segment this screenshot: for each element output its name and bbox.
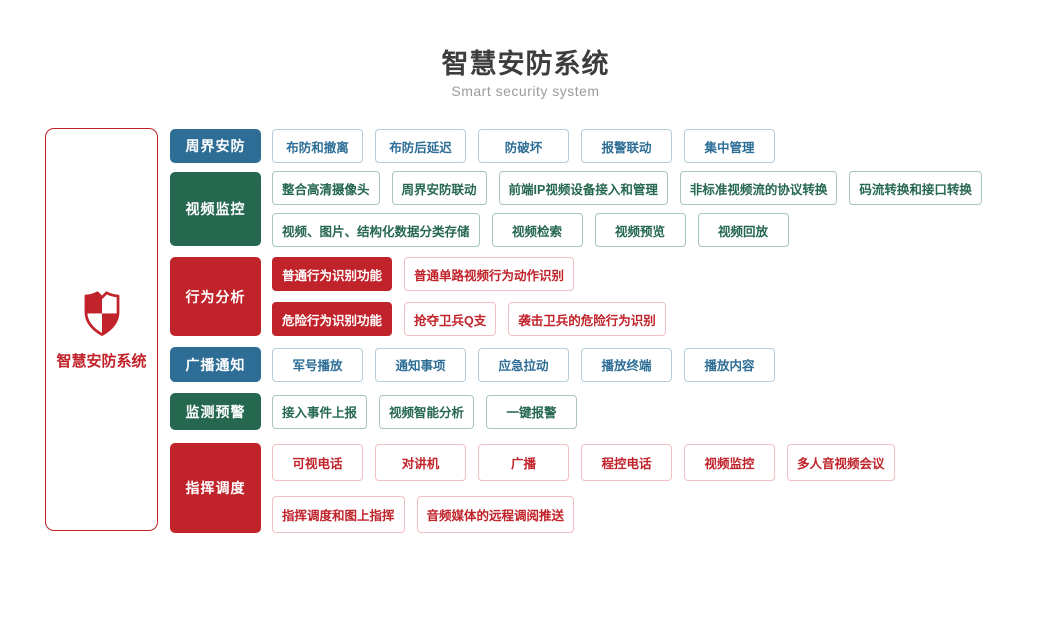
feature-lines: 可视电话对讲机广播程控电话视频监控多人音视频会议指挥调度和图上指挥音频媒体的远程… <box>272 443 907 533</box>
category-video-surveillance: 视频监控 <box>170 172 261 246</box>
feature-item: 一键报警 <box>486 394 578 429</box>
feature-item: 布防和撤离 <box>272 129 363 163</box>
feature-lines: 接入事件上报视频智能分析一键报警 <box>272 394 589 429</box>
feature-item: 整合高清摄像头 <box>272 171 380 205</box>
feature-item: 多人音视频会议 <box>787 443 895 481</box>
category-command-dispatch: 指挥调度 <box>170 443 261 533</box>
feature-item: 集中管理 <box>684 129 775 163</box>
section-row-command-dispatch: 指挥调度可视电话对讲机广播程控电话视频监控多人音视频会议指挥调度和图上指挥音频媒… <box>170 443 907 533</box>
section-row-broadcast-notice: 广播通知军号播放通知事项应急拉动播放终端播放内容 <box>170 347 787 382</box>
feature-line: 军号播放通知事项应急拉动播放终端播放内容 <box>272 347 787 382</box>
feature-line: 危险行为识别功能抢夺卫兵Q支袭击卫兵的危险行为识别 <box>272 302 678 336</box>
feature-line: 布防和撤离布防后延迟防破坏报警联动集中管理 <box>272 129 787 163</box>
feature-item: 对讲机 <box>375 443 466 481</box>
feature-item: 普通单路视频行为动作识别 <box>404 257 575 291</box>
feature-line: 接入事件上报视频智能分析一键报警 <box>272 394 589 429</box>
feature-item: 视频监控 <box>684 443 775 481</box>
category-monitoring-warning: 监测预警 <box>170 393 261 430</box>
feature-item: 程控电话 <box>581 443 672 481</box>
feature-line: 普通行为识别功能普通单路视频行为动作识别 <box>272 257 678 291</box>
category-behavior-analysis: 行为分析 <box>170 257 261 336</box>
feature-item: 袭击卫兵的危险行为识别 <box>508 302 666 336</box>
page-title: 智慧安防系统 <box>441 49 610 79</box>
feature-item: 播放终端 <box>581 347 672 382</box>
section-row-perimeter-security: 周界安防布防和撤离布防后延迟防破坏报警联动集中管理 <box>170 129 787 163</box>
feature-item: 视频智能分析 <box>379 394 475 429</box>
feature-item: 可视电话 <box>272 443 363 481</box>
feature-item: 抢夺卫兵Q支 <box>404 302 497 336</box>
feature-item: 军号播放 <box>272 347 363 382</box>
feature-line: 视频、图片、结构化数据分类存储视频检索视频预览视频回放 <box>272 213 994 247</box>
feature-item: 视频回放 <box>697 213 789 247</box>
feature-item: 码流转换和接口转换 <box>849 171 982 205</box>
feature-lines: 军号播放通知事项应急拉动播放终端播放内容 <box>272 347 787 382</box>
feature-line: 指挥调度和图上指挥音频媒体的远程调阅推送 <box>272 495 907 533</box>
feature-item: 通知事项 <box>375 347 466 382</box>
feature-item: 危险行为识别功能 <box>272 302 393 336</box>
feature-item: 非标准视频流的协议转换 <box>679 171 838 205</box>
feature-item: 接入事件上报 <box>272 394 368 429</box>
root-panel: 智慧安防系统 <box>45 128 158 531</box>
feature-item: 播放内容 <box>684 347 775 382</box>
shield-icon <box>80 288 124 338</box>
category-perimeter-security: 周界安防 <box>170 129 261 163</box>
feature-item: 报警联动 <box>581 129 672 163</box>
feature-item: 前端IP视频设备接入和管理 <box>498 171 668 205</box>
feature-item: 音频媒体的远程调阅推送 <box>416 495 575 533</box>
feature-line: 可视电话对讲机广播程控电话视频监控多人音视频会议 <box>272 443 907 481</box>
section-row-behavior-analysis: 行为分析普通行为识别功能普通单路视频行为动作识别危险行为识别功能抢夺卫兵Q支袭击… <box>170 257 678 336</box>
feature-item: 指挥调度和图上指挥 <box>272 495 405 533</box>
category-broadcast-notice: 广播通知 <box>170 347 261 382</box>
feature-item: 广播 <box>478 443 569 481</box>
feature-item: 视频、图片、结构化数据分类存储 <box>272 213 480 247</box>
page-subtitle: Smart security system <box>451 83 600 99</box>
section-row-video-surveillance: 视频监控整合高清摄像头周界安防联动前端IP视频设备接入和管理非标准视频流的协议转… <box>170 171 994 247</box>
feature-item: 普通行为识别功能 <box>272 257 393 291</box>
feature-line: 整合高清摄像头周界安防联动前端IP视频设备接入和管理非标准视频流的协议转换码流转… <box>272 171 994 205</box>
feature-item: 布防后延迟 <box>375 129 466 163</box>
feature-item: 防破坏 <box>478 129 569 163</box>
feature-lines: 整合高清摄像头周界安防联动前端IP视频设备接入和管理非标准视频流的协议转换码流转… <box>272 171 994 247</box>
feature-item: 视频检索 <box>491 213 583 247</box>
feature-item: 周界安防联动 <box>391 171 487 205</box>
feature-lines: 普通行为识别功能普通单路视频行为动作识别危险行为识别功能抢夺卫兵Q支袭击卫兵的危… <box>272 257 678 336</box>
feature-item: 应急拉动 <box>478 347 569 382</box>
root-label: 智慧安防系统 <box>56 353 147 370</box>
feature-lines: 布防和撤离布防后延迟防破坏报警联动集中管理 <box>272 129 787 163</box>
section-row-monitoring-warning: 监测预警接入事件上报视频智能分析一键报警 <box>170 393 589 430</box>
feature-item: 视频预览 <box>594 213 686 247</box>
